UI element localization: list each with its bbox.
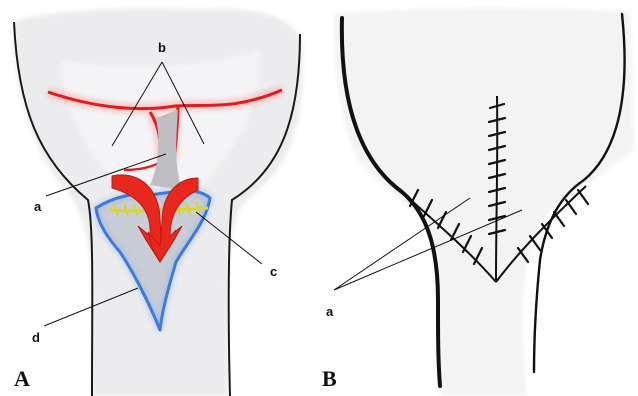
- panel-label-a: A: [14, 366, 30, 391]
- callout-b: b: [158, 40, 166, 55]
- callout-a-right: a: [326, 304, 334, 319]
- callout-a-left: a: [34, 199, 42, 214]
- callout-c: c: [270, 264, 277, 279]
- panel-label-b: B: [322, 366, 337, 391]
- panel-b-skin: [334, 8, 634, 396]
- callout-d: d: [32, 330, 40, 345]
- panel-b: a B: [322, 8, 634, 396]
- panel-a: b a c d A: [14, 9, 303, 396]
